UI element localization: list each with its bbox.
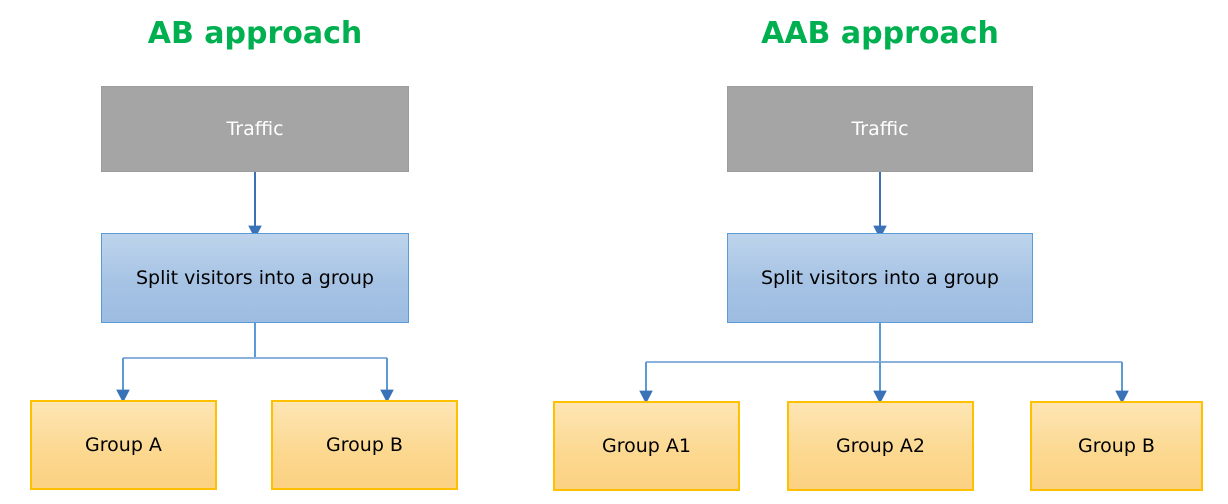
node-label: Group B <box>1078 434 1155 457</box>
panel-title-aab: AAB approach <box>761 16 999 51</box>
connector-aab-split-to-groups <box>639 323 1129 404</box>
node-ab-group-a: Group A <box>30 400 217 490</box>
node-label: Group B <box>326 433 403 456</box>
node-aab-traffic: Traffic <box>727 86 1033 172</box>
node-label: Group A1 <box>602 434 691 457</box>
node-label: Traffic <box>226 117 284 140</box>
panel-title-ab: AB approach <box>147 16 363 51</box>
node-aab-group-a2: Group A2 <box>787 401 974 491</box>
node-aab-group-a1: Group A1 <box>553 401 740 491</box>
node-label: Traffic <box>851 117 909 140</box>
node-aab-group-b: Group B <box>1030 401 1203 491</box>
node-label: Split visitors into a group <box>761 266 999 289</box>
node-aab-split: Split visitors into a group <box>727 233 1033 323</box>
node-ab-split: Split visitors into a group <box>101 233 409 323</box>
node-label: Group A2 <box>836 434 925 457</box>
node-ab-traffic: Traffic <box>101 86 409 172</box>
connector-ab-split-to-groups <box>116 323 394 403</box>
node-label: Split visitors into a group <box>136 266 374 289</box>
node-label: Group A <box>85 433 162 456</box>
node-ab-group-b: Group B <box>271 400 458 490</box>
